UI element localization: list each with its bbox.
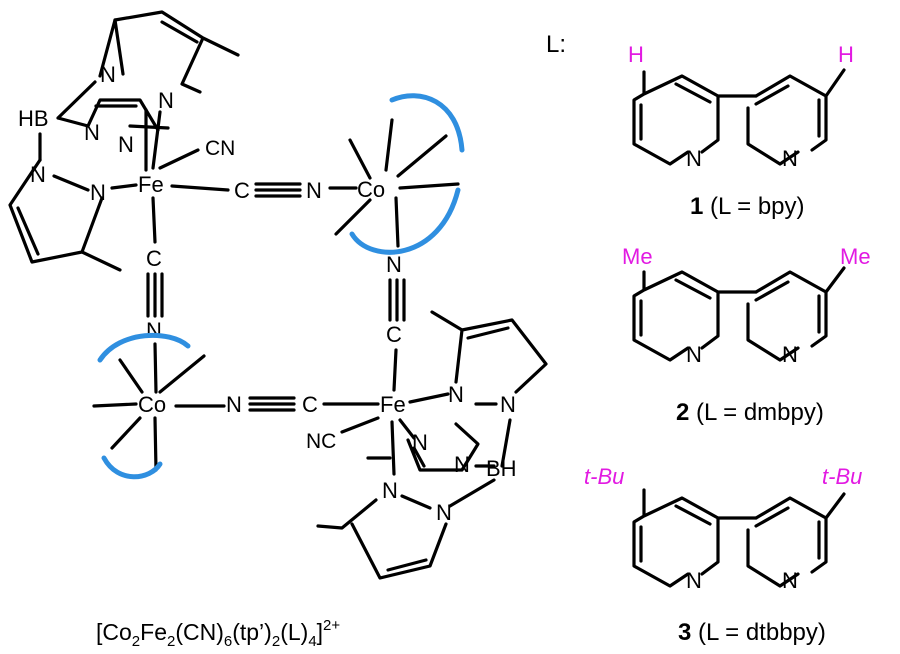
atom-n: N <box>158 88 174 113</box>
atom-n: N <box>448 382 464 407</box>
boron-hydride-label: HB <box>18 106 49 131</box>
atom-n: N <box>782 568 798 593</box>
metal-fe-top: Fe <box>138 172 164 197</box>
atom-n: N <box>782 146 798 171</box>
atom-n: N <box>30 162 46 187</box>
atom-n: N <box>226 392 242 417</box>
ligand-caption-1: 1 (L = bpy) <box>690 193 805 220</box>
ligand-header: L: <box>546 31 566 58</box>
tp-pyrazole-upper-left <box>98 10 240 94</box>
atom-n: N <box>84 120 100 145</box>
substituent-label: H <box>628 42 644 67</box>
atom-c: C <box>234 178 250 203</box>
atom-c: C <box>302 392 318 417</box>
atom-n: N <box>90 180 106 205</box>
complex-formula: [Co2Fe2(CN)6(tp’)2(L)4]2+ <box>96 617 340 650</box>
atom-n: N <box>100 62 116 87</box>
atom-c: C <box>386 322 402 347</box>
atom-n: N <box>436 500 452 525</box>
atom-n: N <box>382 478 398 503</box>
atom-n: N <box>500 392 516 417</box>
atom-n: N <box>146 318 162 343</box>
ligand-structure-2: N N Me Me <box>622 244 871 367</box>
cyanide-bridged-square: N N HB N N N N Fe CN C N Co C N N <box>8 10 548 650</box>
substituent-label: t-Bu <box>584 464 624 489</box>
metal-co-top: Co <box>357 177 385 202</box>
ligand-caption-2: 2 (L = dmbpy) <box>676 399 824 426</box>
atom-n: N <box>782 342 798 367</box>
atom-n: N <box>118 132 134 157</box>
atom-n: N <box>412 430 428 455</box>
metal-fe-bottom: Fe <box>380 392 406 417</box>
atom-n: N <box>686 146 702 171</box>
ligand-caption-3: 3 (L = dtbbpy) <box>678 619 826 646</box>
cyano-label: NC <box>306 430 336 453</box>
atom-c: C <box>146 246 162 271</box>
boron-hydride-label: BH <box>486 456 517 481</box>
substituent-label: Me <box>840 244 871 269</box>
atom-n: N <box>454 452 470 477</box>
atom-n: N <box>386 252 402 277</box>
cyano-label: CN <box>205 137 235 160</box>
atom-n: N <box>686 568 702 593</box>
substituent-label: Me <box>622 244 653 269</box>
ligand-structure-1: N N H H <box>628 42 854 171</box>
ligand-structure-3: N N t-Bu t-Bu <box>584 464 862 593</box>
atom-n: N <box>306 178 322 203</box>
substituent-label: t-Bu <box>822 464 862 489</box>
atom-n: N <box>686 342 702 367</box>
substituent-label: H <box>838 42 854 67</box>
metal-co-bottom: Co <box>138 392 166 417</box>
